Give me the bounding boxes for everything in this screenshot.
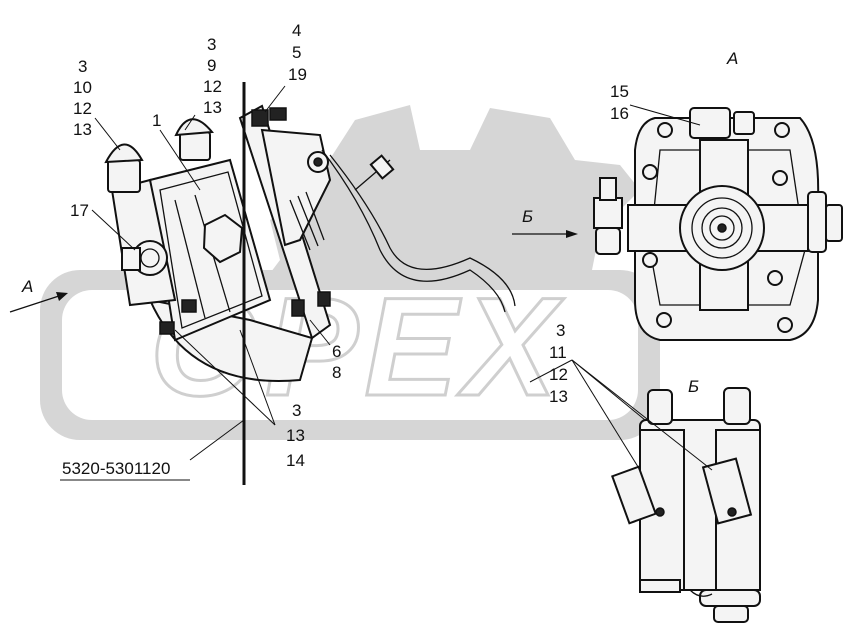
callout-left-3-c: 19 [288, 65, 307, 84]
callout-15: 15 [610, 82, 629, 101]
callout-view-b-stack: 3 11 12 13 [549, 321, 568, 406]
callout-13-lower: 13 [286, 426, 305, 445]
callout-1: 1 [152, 111, 161, 130]
callout-left-2-d: 13 [203, 98, 222, 117]
view-b-arrow [512, 230, 578, 238]
callout-14: 14 [286, 451, 305, 470]
callout-6: 6 [332, 342, 341, 361]
callout-17: 17 [70, 201, 89, 220]
callout-b-3: 3 [556, 321, 565, 340]
view-b-assembly [611, 387, 761, 623]
callout-left-3-a: 4 [292, 21, 301, 40]
view-a-arrow-label: А [21, 277, 33, 296]
callout-b-13: 13 [549, 387, 568, 406]
main-valve-assembly [104, 104, 516, 382]
callout-left-col-2: 3 9 12 13 [203, 35, 222, 117]
callout-left-1-a: 3 [78, 57, 87, 76]
callout-left-3-b: 5 [292, 43, 301, 62]
callout-6-8: 6 8 [332, 342, 341, 382]
callout-3-lower: 3 [292, 401, 301, 420]
view-a-assembly [593, 107, 843, 341]
callout-16: 16 [610, 104, 629, 123]
callout-b-12: 12 [549, 365, 568, 384]
callout-left-2-a: 3 [207, 35, 216, 54]
callout-b-11: 11 [549, 343, 567, 362]
callout-left-col-1: 3 10 12 13 [73, 57, 92, 139]
callout-left-col-3: 4 5 19 [288, 21, 307, 84]
callout-left-1-b: 10 [73, 78, 92, 97]
callout-15-16: 15 16 [610, 82, 629, 123]
view-b-title: Б [688, 377, 699, 396]
view-b-arrow-label: Б [522, 207, 533, 226]
callout-8: 8 [332, 363, 341, 382]
part-number: 5320-5301120 [62, 459, 170, 478]
callout-left-1-c: 12 [73, 99, 92, 118]
callout-left-1-d: 13 [73, 120, 92, 139]
callout-left-2-b: 9 [207, 56, 216, 75]
callout-left-2-c: 12 [203, 77, 222, 96]
view-a-arrow [9, 292, 68, 313]
leader-lines [91, 85, 713, 471]
view-a-title: А [726, 49, 738, 68]
callout-3-13-14: 3 13 14 [286, 401, 305, 470]
part-number-label: 5320-5301120 [60, 459, 190, 481]
